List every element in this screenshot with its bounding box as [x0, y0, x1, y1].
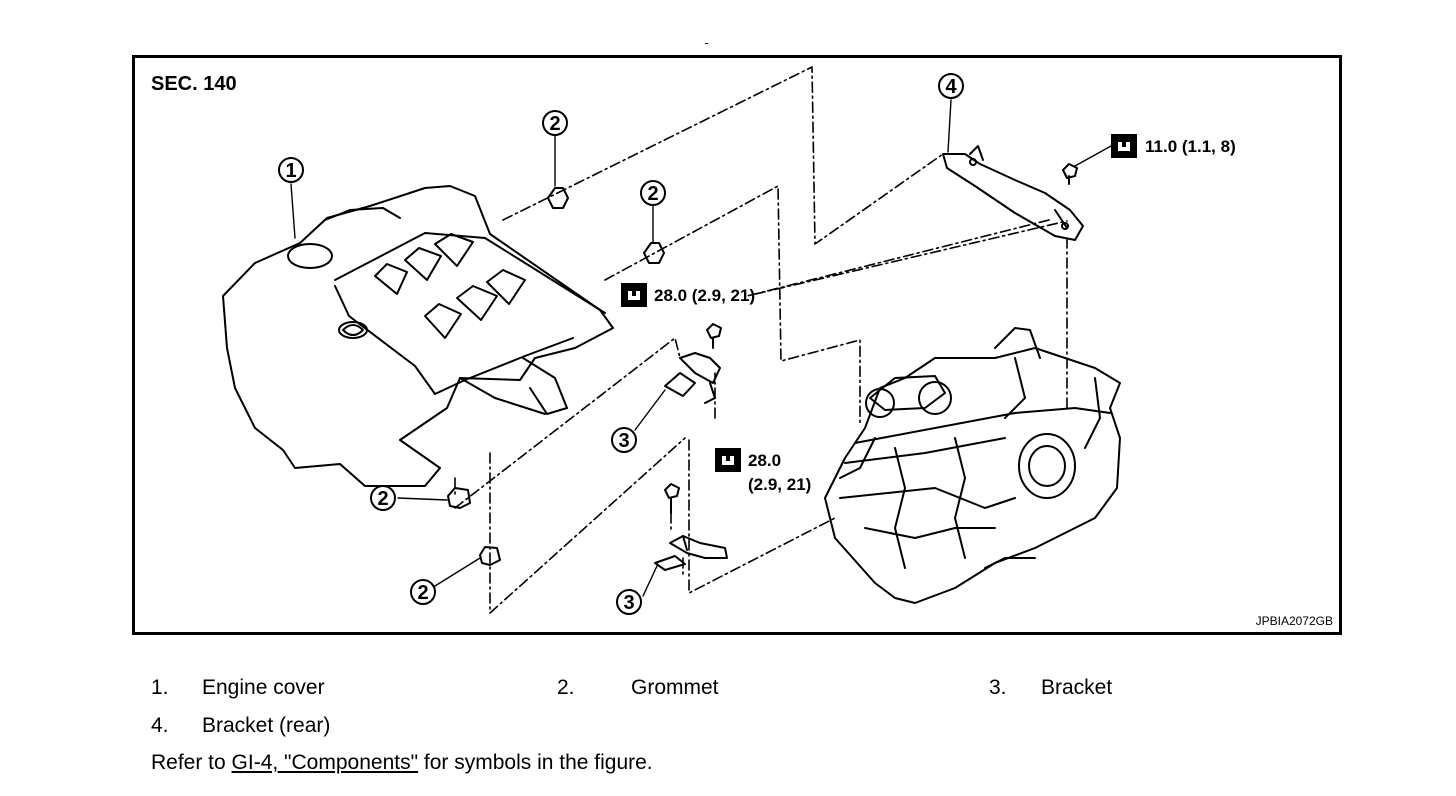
reference-suffix: for symbols in the figure. — [418, 751, 653, 774]
reference-note: Refer to GI-4, "Components" for symbols … — [151, 751, 653, 775]
figure-frame: SEC. 140 — [132, 55, 1342, 635]
exploded-diagram: SEC. 140 — [151, 66, 1333, 628]
torque-lower-spec: (2.9, 21) — [748, 475, 811, 494]
bolt-drawings — [664, 163, 1078, 514]
legend-label-bracket: Bracket — [1041, 676, 1113, 699]
legend-label-grommet: Grommet — [631, 676, 719, 699]
legend-num-4: 4. — [151, 714, 169, 737]
svg-text:2: 2 — [417, 582, 428, 604]
torque-upper-value: 28.0 (2.9, 21) — [654, 286, 755, 305]
intake-manifold-drawing — [824, 327, 1121, 604]
reference-prefix: Refer to — [151, 751, 232, 774]
callout-2-top: 2 — [542, 110, 568, 136]
legend-label-engine-cover: Engine cover — [202, 676, 325, 699]
bracket-upper-drawing — [664, 352, 721, 404]
callout-2-mid: 2 — [640, 180, 666, 206]
svg-text:3: 3 — [623, 592, 634, 614]
legend-num-2: 2. — [557, 676, 575, 699]
svg-text:1: 1 — [285, 160, 296, 182]
legend-num-3: 3. — [989, 676, 1007, 699]
svg-text:3: 3 — [618, 430, 629, 452]
legend-num-1: 1. — [151, 676, 169, 699]
svg-text:4: 4 — [945, 76, 957, 98]
svg-text:2: 2 — [377, 488, 388, 510]
page-mark — [705, 43, 708, 44]
torque-rear-value: 11.0 (1.1, 8) — [1145, 137, 1236, 156]
svg-text:2: 2 — [549, 113, 560, 135]
callout-2-bottom: 2 — [410, 579, 436, 605]
leader-lines — [290, 99, 952, 597]
svg-text:2: 2 — [647, 183, 658, 205]
callout-4: 4 — [938, 73, 964, 99]
grommet-drawings — [447, 187, 665, 566]
bracket-lower-drawing — [654, 535, 728, 571]
callout-3-upper: 3 — [611, 427, 637, 453]
components-link[interactable]: GI-4, "Components" — [231, 751, 419, 774]
section-label: SEC. 140 — [151, 73, 237, 95]
legend-label-bracket-rear: Bracket (rear) — [202, 714, 331, 737]
torque-symbol-lower — [715, 448, 741, 472]
torque-lower-value: 28.0 — [748, 451, 781, 470]
torque-symbol-rear — [1074, 134, 1137, 167]
rear-bracket-drawing — [942, 145, 1084, 241]
engine-cover-drawing — [222, 185, 614, 487]
callout-2-left: 2 — [370, 485, 396, 511]
callout-1: 1 — [278, 157, 304, 183]
callout-3-lower: 3 — [616, 589, 642, 615]
figure-code: JPBIA2072GB — [1256, 614, 1333, 628]
torque-symbol-upper — [621, 283, 647, 307]
guide-lines — [454, 66, 1068, 614]
